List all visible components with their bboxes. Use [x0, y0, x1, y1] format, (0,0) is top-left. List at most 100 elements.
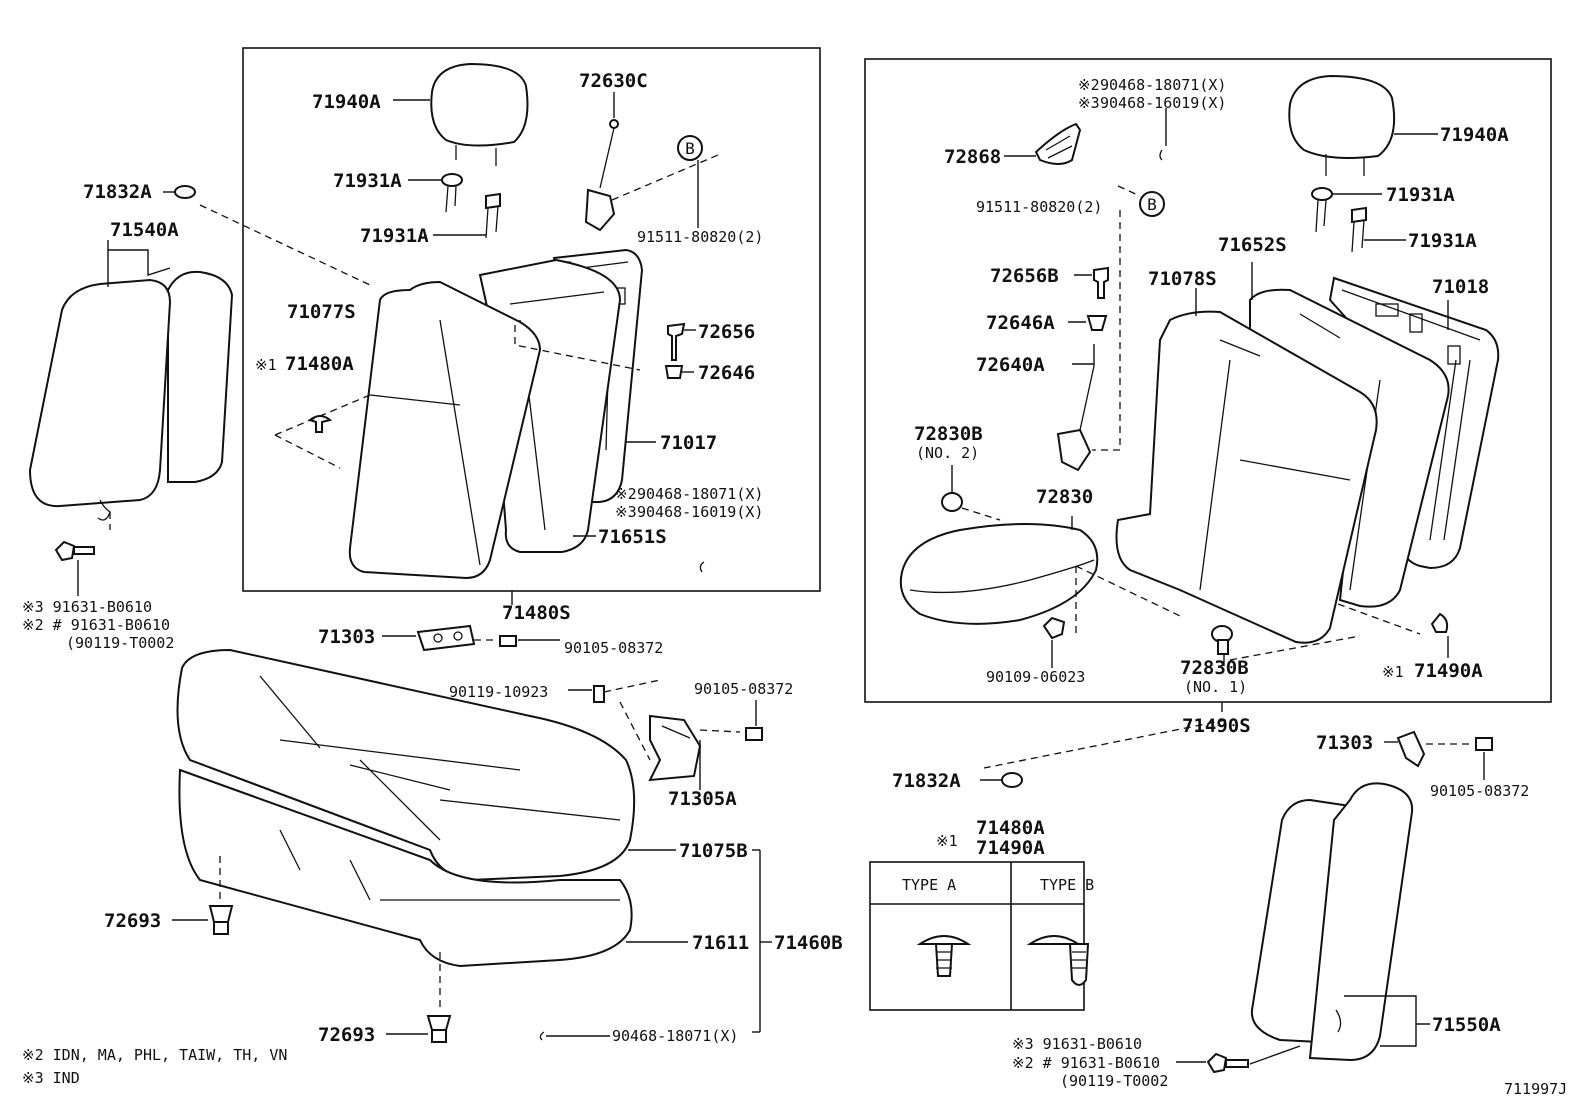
left-guide-1-part [408, 173, 463, 213]
right-knob-part [1074, 266, 1109, 299]
label-left-assembly: 71480S [502, 602, 571, 624]
label-right-guide-2: 71931A [1408, 230, 1477, 252]
left-lock-part [584, 92, 619, 232]
label-left-bolt: 91511-80820(2) [637, 228, 763, 246]
left-circle-b-label: B [685, 139, 695, 158]
label-left-side-back: 71540A [110, 219, 179, 241]
label-left-bezel: 72646 [698, 362, 755, 384]
cushion-bracket-part [648, 714, 702, 790]
cushion-nut-a-part [499, 635, 560, 647]
label-cushion-assembly: 71460B [774, 932, 843, 954]
left-clip-part [274, 394, 371, 469]
label-right-stopper-2: 72830B [914, 423, 983, 445]
label-left-nut-3: 90468-16019(X) [637, 503, 763, 521]
label-left-cap: 71832A [83, 181, 152, 203]
label-right-side-back: 71550A [1432, 1014, 1501, 1036]
label-right-stopper-2-no: (NO. 2) [916, 444, 979, 462]
label-right-bezel-cover: 72868 [944, 146, 1001, 168]
right-seatback-box [864, 58, 1552, 703]
label-type-title-2: 71490A [976, 837, 1045, 859]
label-right-nut-2: 90468-18071(X) [1100, 76, 1226, 94]
label-right-hinge: 71303 [1316, 732, 1373, 754]
right-armrest-part [899, 516, 1099, 625]
label-right-guide-1: 71931A [1386, 184, 1455, 206]
label-cushion-nut-b: 90105-08372 [694, 680, 793, 698]
right-screw-part [1042, 616, 1066, 668]
right-pad-part [1249, 262, 1450, 608]
label-type-mark: ※1 [936, 832, 958, 850]
right-bezel-cover-part [1004, 122, 1082, 165]
cushion-pad-part [178, 768, 633, 968]
left-knob-part [667, 322, 696, 361]
label-left-headrest: 71940A [312, 91, 381, 113]
cushion-nut-b-part [745, 700, 763, 741]
label-left-frame: 71017 [660, 432, 717, 454]
right-circle-b-label: B [1147, 195, 1157, 214]
label-right-bolt-3: ※3 91631-B0610 [1012, 1035, 1142, 1053]
label-right-headrest: 71940A [1440, 124, 1509, 146]
label-right-armrest: 72830 [1036, 486, 1093, 508]
right-guide-2-part [1351, 206, 1406, 253]
label-type-a: TYPE A [902, 876, 956, 894]
label-cushion-clip-2: 72693 [318, 1024, 375, 1046]
label-right-knob: 72656B [990, 265, 1059, 287]
label-cushion-pad: 71611 [692, 932, 749, 954]
label-left-nut-3-mark: ※3 [615, 503, 637, 521]
label-right-pad: 71652S [1218, 234, 1287, 256]
label-left-clip: 71480A [285, 353, 354, 375]
right-headrest-part [1288, 74, 1438, 176]
label-right-nut-2-mark: ※2 [1078, 76, 1100, 94]
label-right-bezel: 72646A [986, 312, 1055, 334]
label-left-cover: 71077S [287, 301, 356, 323]
label-right-nut-3-mark: ※3 [1078, 94, 1100, 112]
cushion-clip-2-part [386, 952, 452, 1043]
label-right-stopper-1-no: (NO. 1) [1184, 678, 1247, 696]
note-2: ※2 IDN, MA, PHL, TAIW, TH, VN [22, 1046, 287, 1064]
label-right-nut-3: 90468-16019(X) [1100, 94, 1226, 112]
type-table [869, 861, 1090, 1011]
label-cushion-bolt: 90119-10923 [449, 683, 548, 701]
label-left-nut-2-mark: ※2 [615, 485, 637, 503]
label-right-bolt-2b: (90119-T0002 [1060, 1072, 1168, 1090]
right-cap-part [980, 772, 1023, 788]
right-circle-b [1139, 191, 1165, 217]
left-seatback-box [242, 47, 821, 592]
cushion-cover-part [176, 648, 636, 882]
right-lock-part [1056, 344, 1095, 472]
label-cushion-cover: 71075B [679, 840, 748, 862]
label-right-stopper-1: 72830B [1180, 657, 1249, 679]
diagram-id: 711997J [1504, 1080, 1567, 1098]
label-left-clip-mark: ※1 [255, 356, 277, 374]
label-type-title-1: 71480A [976, 817, 1045, 839]
label-right-clip: 71490A [1414, 660, 1483, 682]
label-right-screw: 90109-06023 [986, 668, 1085, 686]
label-right-cover: 71078S [1148, 268, 1217, 290]
label-left-lock: 72630C [579, 70, 648, 92]
label-right-lock: 72640A [976, 354, 1045, 376]
label-left-bolt-2: ※2 # 91631-B0610 [22, 616, 170, 634]
right-stopper-1-part [1211, 625, 1233, 666]
right-side-bolt-part [1176, 1045, 1301, 1074]
cushion-clip-1-part [172, 856, 234, 935]
label-right-nut: 90105-08372 [1430, 782, 1529, 800]
right-side-back-part [1250, 782, 1430, 1062]
left-cover-part [348, 280, 542, 580]
right-nut-part [1475, 737, 1493, 780]
left-side-bolt-part [54, 540, 95, 596]
label-left-pad: 71651S [598, 526, 667, 548]
right-clip-part [1430, 612, 1449, 658]
right-hinge-part [1384, 730, 1426, 768]
label-cushion-nut-c: 90468-18071(X) [612, 1027, 738, 1045]
label-cushion-clip-1: 72693 [104, 910, 161, 932]
label-left-guide-2: 71931A [360, 225, 429, 247]
left-cap-part [163, 185, 196, 199]
right-stopper-2-part [941, 465, 963, 512]
label-cushion-nut-a: 90105-08372 [564, 639, 663, 657]
label-left-bolt-3: ※3 91631-B0610 [22, 598, 152, 616]
left-bezel-part [664, 365, 694, 379]
label-type-b: TYPE B [1040, 876, 1094, 894]
cushion-hinge-part [382, 624, 476, 652]
label-right-clip-mark: ※1 [1382, 663, 1404, 681]
label-right-frame: 71018 [1432, 276, 1489, 298]
